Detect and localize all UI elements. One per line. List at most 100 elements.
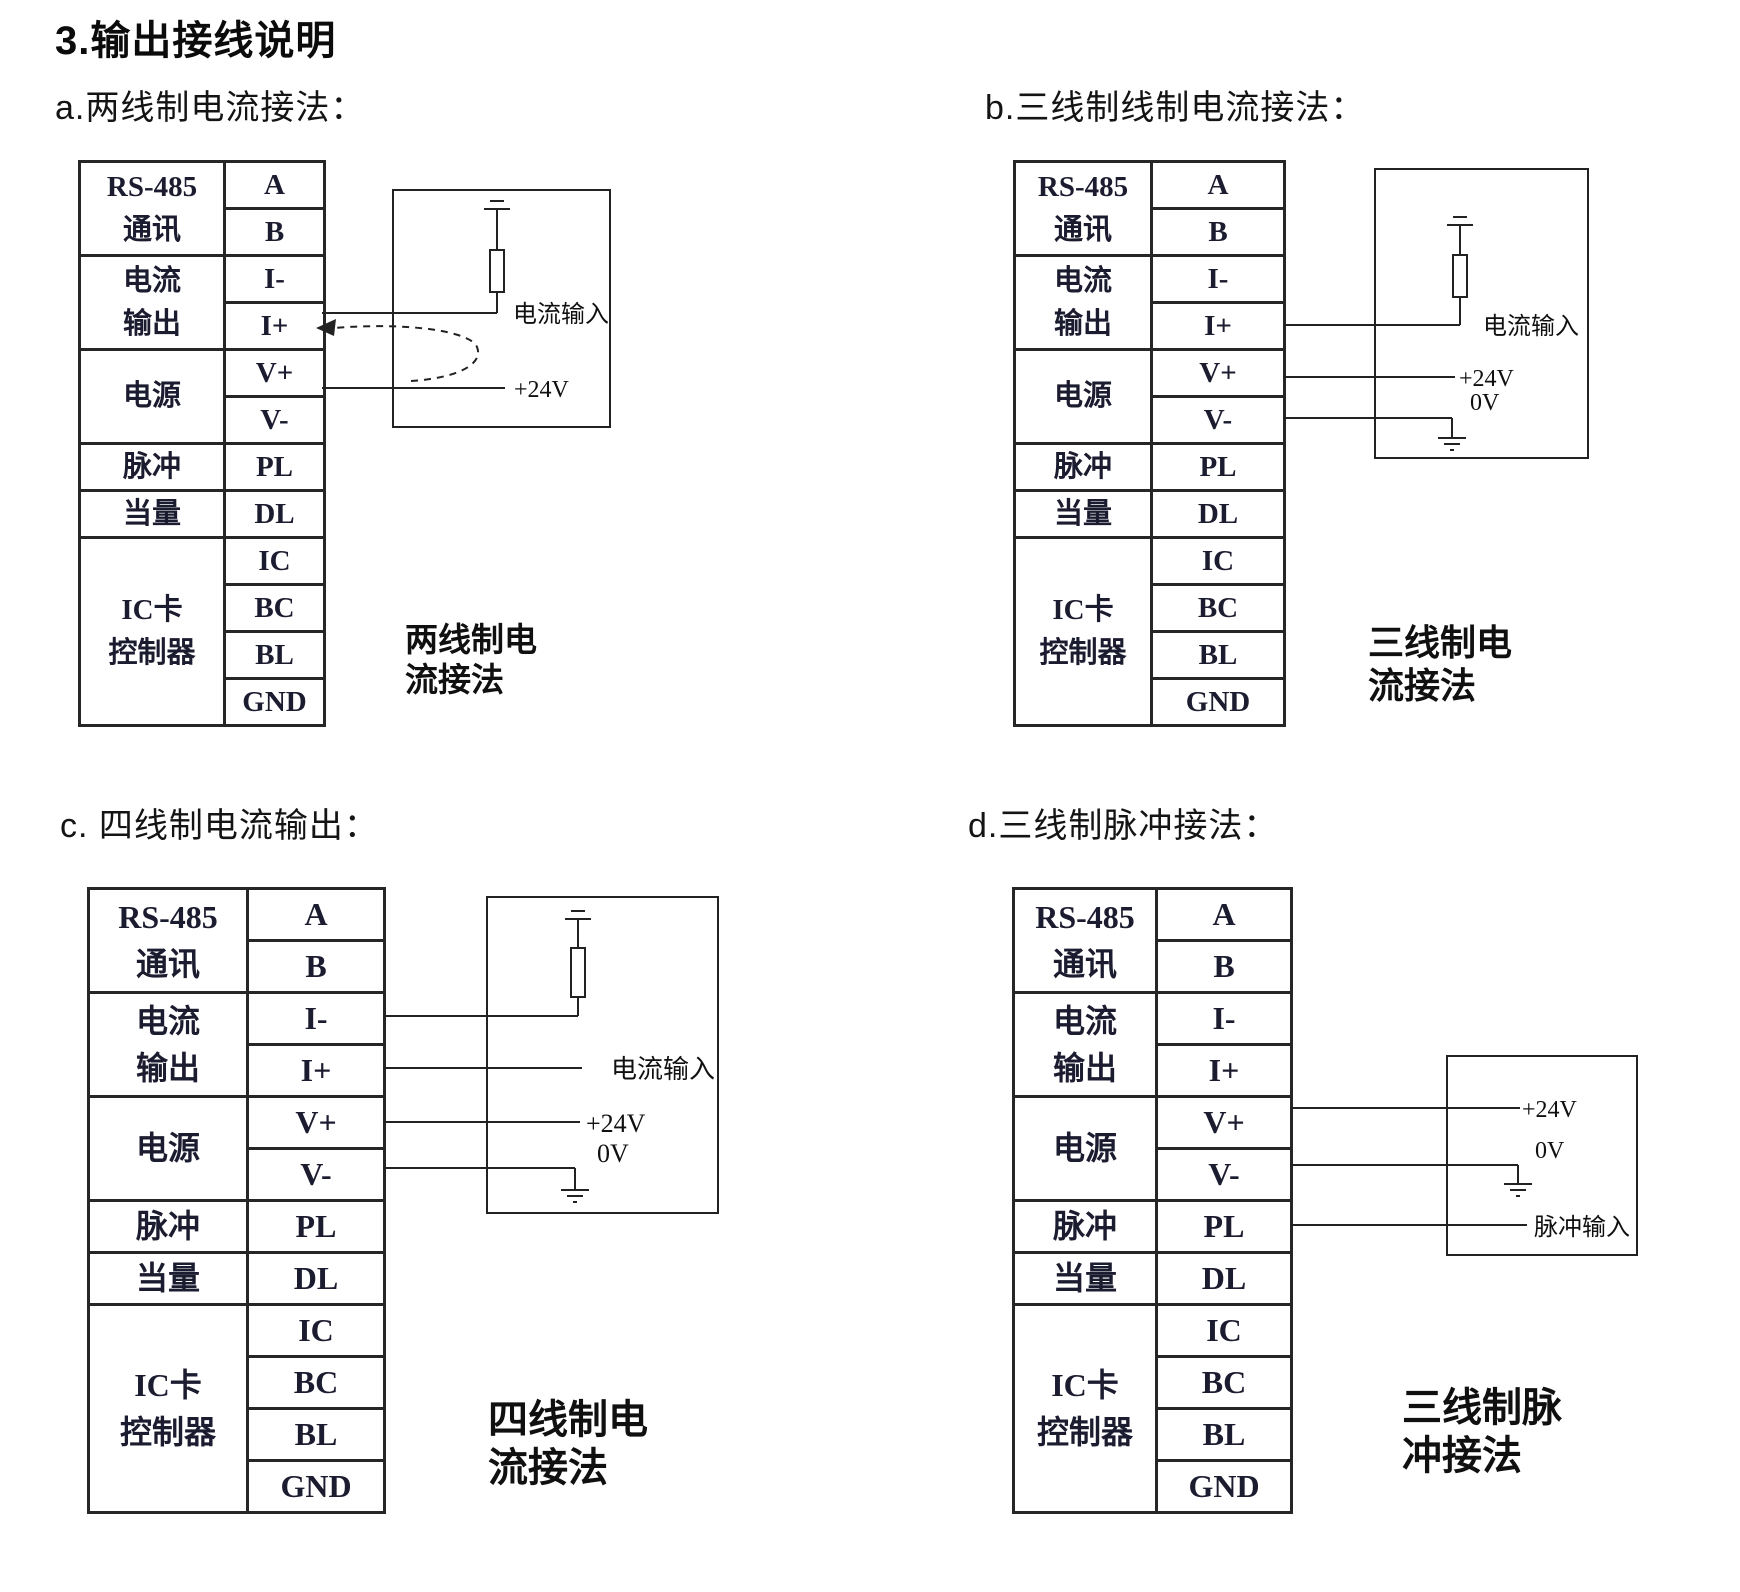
group-label-cell: RS-485 通讯 bbox=[78, 160, 226, 257]
group-label-cell: 电源 bbox=[1013, 348, 1153, 445]
group-label-cell: 电流 输出 bbox=[1013, 254, 1153, 351]
terminal-cell: BC bbox=[1150, 583, 1286, 633]
terminal-cell: PL bbox=[223, 442, 326, 492]
group-label-cell: 电流 输出 bbox=[78, 254, 226, 351]
current-input-label: 电流输入 bbox=[513, 301, 609, 328]
terminal-cell: V- bbox=[223, 395, 326, 445]
table-row: I+ bbox=[80, 301, 326, 351]
terminal-cell: A bbox=[246, 887, 386, 942]
terminal-cell: PL bbox=[246, 1199, 386, 1254]
zero-v-label: 0V bbox=[1535, 1138, 1565, 1164]
terminal-cell: V+ bbox=[1155, 1095, 1293, 1150]
resistor bbox=[1452, 254, 1468, 298]
terminal-cell: IC bbox=[1155, 1303, 1293, 1358]
table-row: GND bbox=[89, 1459, 386, 1514]
terminal-cell: GND bbox=[1155, 1459, 1293, 1514]
table-row: BC bbox=[1015, 583, 1286, 633]
table-row: I+ bbox=[1015, 301, 1286, 351]
ground-icon bbox=[561, 1168, 589, 1203]
table-row: GND bbox=[1015, 677, 1286, 727]
terminal-cell: B bbox=[223, 207, 326, 257]
group-label-cell: 电源 bbox=[87, 1095, 249, 1202]
ground-icon bbox=[1438, 418, 1466, 451]
section-c-header: c. 四线制电流输出： bbox=[60, 807, 379, 845]
terminal-cell: B bbox=[246, 939, 386, 994]
terminal-cell: GND bbox=[1150, 677, 1286, 727]
terminal-cell: I+ bbox=[1150, 301, 1286, 351]
terminal-cell: I+ bbox=[223, 301, 326, 351]
group-label-cell: RS-485 通讯 bbox=[87, 887, 249, 994]
wiring-diagram-d: +24V 0V 脉冲输入 bbox=[1290, 1055, 1638, 1256]
terminal-cell: DL bbox=[1150, 489, 1286, 539]
terminal-cell: V- bbox=[1150, 395, 1286, 445]
group-label-cell: IC卡 控制器 bbox=[1013, 536, 1153, 727]
table-row: I+ bbox=[1014, 1043, 1293, 1098]
group-label-cell: IC卡 控制器 bbox=[78, 536, 226, 727]
group-label-cell: 当量 bbox=[1012, 1251, 1158, 1306]
resistor bbox=[570, 947, 586, 998]
current-loop-arrow bbox=[333, 325, 480, 382]
terminal-cell: DL bbox=[223, 489, 326, 539]
group-label-cell: 当量 bbox=[1013, 489, 1153, 539]
terminal-cell: I+ bbox=[1155, 1043, 1293, 1098]
zero-v-label: 0V bbox=[597, 1139, 629, 1168]
earth-ground-icon bbox=[565, 910, 591, 948]
terminal-cell: BL bbox=[1155, 1407, 1293, 1462]
group-label-cell: 电源 bbox=[78, 348, 226, 445]
terminal-cell: GND bbox=[246, 1459, 386, 1514]
zero-v-label: 0V bbox=[1470, 390, 1500, 416]
terminal-cell: DL bbox=[1155, 1251, 1293, 1306]
terminal-cell: B bbox=[1155, 939, 1293, 994]
pulse-input-label: 脉冲输入 bbox=[1534, 1214, 1630, 1241]
terminal-cell: I- bbox=[246, 991, 386, 1046]
terminal-cell: BC bbox=[246, 1355, 386, 1410]
terminal-cell: IC bbox=[246, 1303, 386, 1358]
device-box bbox=[1374, 168, 1589, 459]
group-label-cell: 当量 bbox=[87, 1251, 249, 1306]
wiring-diagram-c: 电流输入 +24V 0V bbox=[383, 896, 719, 1214]
table-row: V- bbox=[1014, 1147, 1293, 1202]
table-row: BC bbox=[80, 583, 326, 633]
terminal-cell: DL bbox=[246, 1251, 386, 1306]
resistor bbox=[489, 249, 505, 293]
group-label-cell: 电流 输出 bbox=[87, 991, 249, 1098]
table-row: BC bbox=[89, 1355, 386, 1410]
terminal-cell: BL bbox=[246, 1407, 386, 1462]
terminal-cell: V+ bbox=[246, 1095, 386, 1150]
table-row: I+ bbox=[89, 1043, 386, 1098]
table-row: BL bbox=[89, 1407, 386, 1462]
terminal-cell: BC bbox=[223, 583, 326, 633]
terminal-cell: A bbox=[1155, 887, 1293, 942]
terminal-cell: GND bbox=[223, 677, 326, 727]
table-row: GND bbox=[80, 677, 326, 727]
group-label-cell: 脉冲 bbox=[78, 442, 226, 492]
terminal-cell: V- bbox=[1155, 1147, 1293, 1202]
section-d-header: d.三线制脉冲接法： bbox=[968, 807, 1279, 845]
caption-d: 三线制脉 冲接法 bbox=[1402, 1385, 1562, 1478]
terminal-cell: B bbox=[1150, 207, 1286, 257]
wiring-diagram-a: 电流输入 +24V bbox=[316, 189, 611, 428]
table-row: B bbox=[89, 939, 386, 994]
caption-b: 三线制电 流接法 bbox=[1368, 623, 1513, 707]
terminal-cell: I- bbox=[223, 254, 326, 304]
